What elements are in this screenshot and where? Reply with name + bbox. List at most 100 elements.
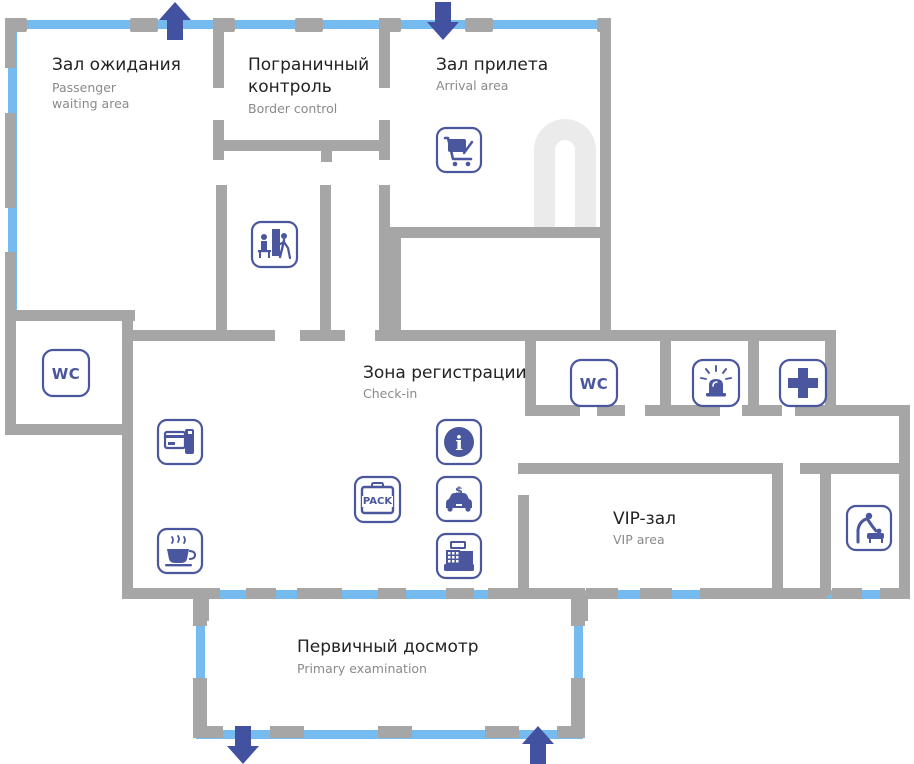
wall-room-wc2-bottom xyxy=(525,405,580,416)
alarm-beacon-icon[interactable] xyxy=(691,358,741,408)
wc-icon[interactable]: WC xyxy=(41,348,91,398)
wall-room-wc2-left xyxy=(525,330,536,415)
wall-main-horizontal-left xyxy=(5,310,133,321)
wall-baby-left xyxy=(820,473,831,595)
cash-register-icon[interactable] xyxy=(435,532,483,580)
wall-arrival-divider xyxy=(390,227,605,238)
wall-bottom-right-e xyxy=(880,588,910,599)
wc-label: WC xyxy=(580,375,609,393)
wall-main-horizontal-right xyxy=(525,330,825,341)
wall-vip-left xyxy=(518,495,529,595)
wall-vip-right xyxy=(772,463,783,595)
wall-room-alarm-bottom xyxy=(645,405,720,416)
wall-room-med-bottom xyxy=(795,405,910,416)
wall-primary-bottom-a xyxy=(193,726,223,738)
wc-icon[interactable]: WC xyxy=(569,358,619,408)
room-labels: Зал ожидания Passenger waiting area Погр… xyxy=(52,55,676,676)
wall-main-horizontal-mid3 xyxy=(375,330,535,341)
wall-primary-bottom-b xyxy=(270,726,304,738)
wall-room-med-right xyxy=(825,330,836,415)
wall-nub xyxy=(295,18,323,32)
wall-primary-right-bottom xyxy=(571,678,585,733)
medical-cross-icon[interactable] xyxy=(778,358,828,408)
walls xyxy=(5,18,910,738)
arrow-up-entrance[interactable] xyxy=(522,726,554,764)
label-border-sub1: Border control xyxy=(248,101,337,116)
label-border-title2: контроль xyxy=(248,77,332,97)
wall-wc-room-right xyxy=(122,310,133,435)
wall-checkin-bottom-a xyxy=(122,588,207,599)
wall-exterior-left-mid xyxy=(5,113,16,208)
corridor-primary-right xyxy=(574,590,583,738)
label-arrival-title: Зал прилета xyxy=(436,55,548,75)
wall-nub xyxy=(832,588,862,599)
wall-wc-room-left xyxy=(5,310,16,435)
wall-nub xyxy=(246,588,276,599)
wall-nub xyxy=(320,588,342,599)
wall-border-left-col xyxy=(216,185,227,333)
direction-arrows xyxy=(159,2,554,764)
arrow-down-exit[interactable] xyxy=(227,726,259,764)
wall-bottom-right-a xyxy=(586,588,618,599)
wall-bottom-right-d xyxy=(772,588,827,599)
coffee-cup-icon[interactable] xyxy=(156,527,204,575)
info-label: i xyxy=(455,431,463,455)
label-waiting-title: Зал ожидания xyxy=(52,55,181,75)
wall-vip-top xyxy=(518,463,778,474)
wall-passport-col-mid xyxy=(320,185,331,333)
wall-room-wc2-bottom2 xyxy=(597,405,625,416)
wall-waiting-right xyxy=(213,18,224,88)
wall-wc-room-bottom xyxy=(5,424,133,435)
arrow-up-entrance[interactable] xyxy=(159,2,191,40)
baby-changing-icon[interactable] xyxy=(845,504,893,552)
label-vip-sub1: VIP area xyxy=(613,532,665,547)
wall-border-divider xyxy=(216,140,390,151)
wall-exterior-right xyxy=(899,405,910,597)
wall-primary-left-bottom xyxy=(193,678,207,733)
taxi-dollar-label: $ xyxy=(455,484,463,497)
wall-border-right xyxy=(379,18,390,88)
wall-bottom-right-c xyxy=(700,588,790,599)
wall-baby-top xyxy=(800,463,910,474)
wc-label: WC xyxy=(52,365,81,383)
information-icon[interactable]: i xyxy=(435,418,483,466)
wall-room-wc2-right xyxy=(660,330,671,415)
wall-checkin-bottom-e xyxy=(446,588,474,599)
wall-primary-bottom-d xyxy=(485,726,519,738)
wall-border-stub-center xyxy=(321,140,332,162)
wall-main-horizontal-left-2 xyxy=(80,310,135,321)
wall-main-horizontal-mid2 xyxy=(300,330,345,341)
wall-checkin-bottom-c xyxy=(297,588,325,599)
escalator-arch xyxy=(534,119,596,230)
baggage-trolley-icon[interactable] xyxy=(435,126,483,174)
passport-control-icon[interactable] xyxy=(250,220,299,269)
wall-bottom-right-b xyxy=(640,588,672,599)
baggage-wrapping-icon[interactable]: PACK xyxy=(353,475,402,524)
wall-room-alarm-bottom2 xyxy=(742,405,782,416)
wall-room-alarm-right xyxy=(748,330,759,415)
wall-exterior-left-lower xyxy=(5,252,16,318)
wall-stub-above-wc2 xyxy=(600,300,611,335)
wall-border-right-col xyxy=(379,185,390,333)
wall-stub-down-a xyxy=(198,595,209,621)
wall-stub-down-b xyxy=(577,595,588,621)
wall-primary-bottom-e xyxy=(557,726,585,738)
label-checkin-sub1: Check-in xyxy=(363,386,417,401)
label-waiting-sub2: waiting area xyxy=(52,96,129,111)
label-border-title1: Пограничный xyxy=(248,55,369,75)
wall-arrival-divider-left-stub xyxy=(390,227,401,333)
pack-label: PACK xyxy=(363,496,393,507)
wall-nub xyxy=(465,18,493,32)
label-arrival-sub1: Arrival area xyxy=(436,78,508,93)
wall-nub xyxy=(130,18,158,32)
taxi-icon[interactable]: $ xyxy=(435,475,483,523)
wall-primary-bottom-c xyxy=(378,726,412,738)
wall-checkin-left xyxy=(122,424,133,594)
corridor-primary-left xyxy=(196,590,205,738)
arrow-down-arrival[interactable] xyxy=(427,2,459,40)
wall-main-horizontal-mid xyxy=(125,330,275,341)
label-waiting-sub1: Passenger xyxy=(52,80,117,95)
label-primary-title: Первичный досмотр xyxy=(297,637,479,657)
atm-icon[interactable] xyxy=(156,418,204,466)
